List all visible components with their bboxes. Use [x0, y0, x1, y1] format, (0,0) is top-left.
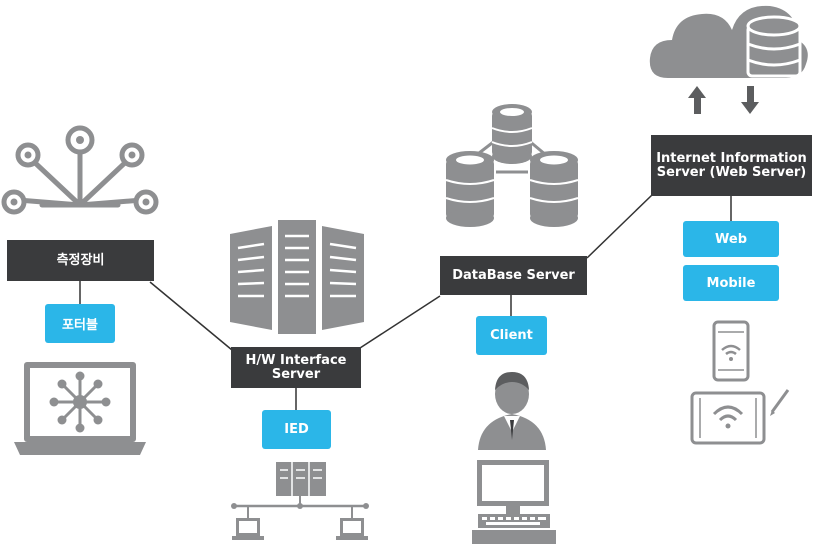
node-internet-information-server: Internet Information Server (Web Server): [651, 135, 812, 196]
tag-client: Client: [476, 316, 547, 355]
node-database-server: DataBase Server: [440, 256, 587, 295]
tag-portable: 포터블: [45, 304, 115, 343]
node-hw-interface-server: H/W Interface Server: [231, 347, 361, 388]
tag-mobile: Mobile: [683, 265, 779, 301]
connector-measure-to-hw: [149, 281, 233, 351]
connector-hw-to-db: [359, 295, 441, 349]
tag-web: Web: [683, 221, 779, 257]
tag-ied: IED: [262, 410, 331, 449]
node-measurement-equipment: 측정장비: [7, 240, 154, 281]
connector-db-to-web: [586, 194, 653, 259]
